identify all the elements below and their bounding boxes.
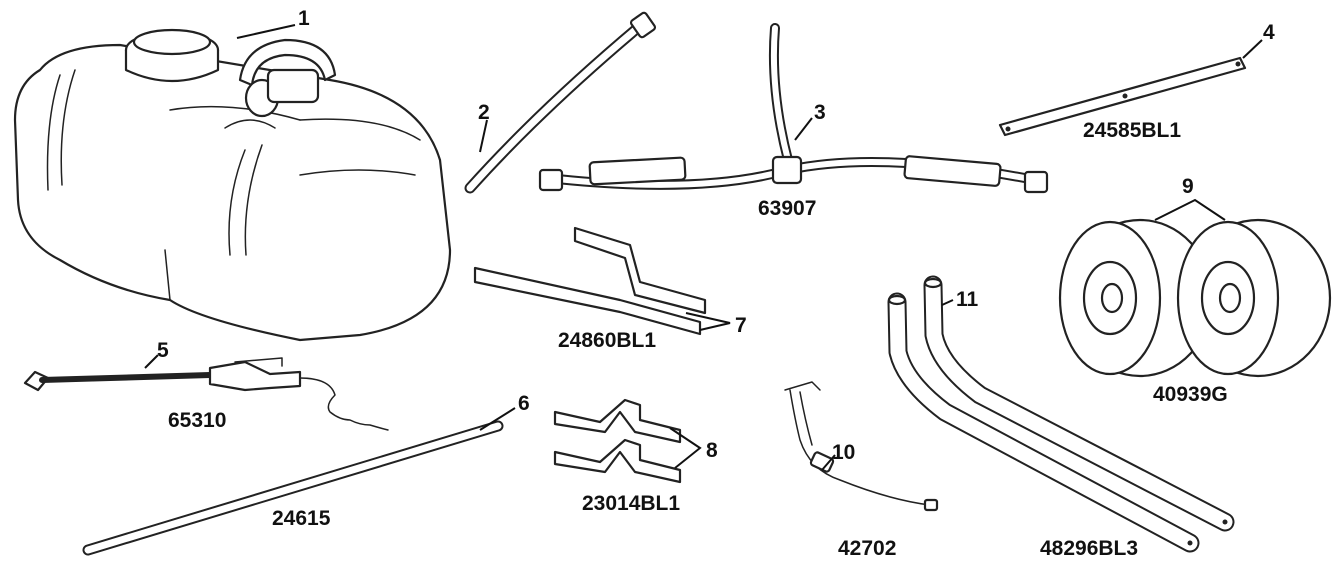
rod-illustration [82,420,504,556]
wand-illustration [23,357,389,431]
part-number-wand: 65310 [168,409,227,432]
callout-5: 5 [157,339,169,362]
wheels-illustration [1058,218,1332,378]
harness-illustration [784,381,939,512]
callout-2: 2 [478,101,490,124]
part-number-rod: 24615 [272,507,331,530]
part-number-handle: 48296BL3 [1040,537,1139,560]
clamp-illustration [553,398,682,484]
callout-8: 8 [706,439,718,462]
part-number-bracket: 24860BL1 [558,329,657,352]
callout-10: 10 [832,441,856,464]
callout-11: 11 [956,288,979,311]
boom-illustration [538,23,1049,194]
callout-7: 7 [735,314,747,337]
part-number-harness: 42702 [838,537,897,560]
part-number-clamp: 23014BL1 [582,492,681,515]
hose-illustration [464,11,657,194]
callout-6: 6 [518,392,530,415]
callout-9: 9 [1182,175,1194,198]
callout-3: 3 [814,101,826,124]
part-number-bar: 24585BL1 [1083,119,1182,142]
callout-1: 1 [298,7,310,30]
bar-illustration [998,56,1247,137]
leader-lines [144,24,1263,471]
handle-illustration [887,275,1235,553]
part-number-boom: 63907 [758,197,817,220]
tank-illustration [13,28,452,342]
part-number-wheels: 40939G [1153,383,1228,406]
bracket-illustration [473,226,707,336]
callout-4: 4 [1263,21,1275,44]
